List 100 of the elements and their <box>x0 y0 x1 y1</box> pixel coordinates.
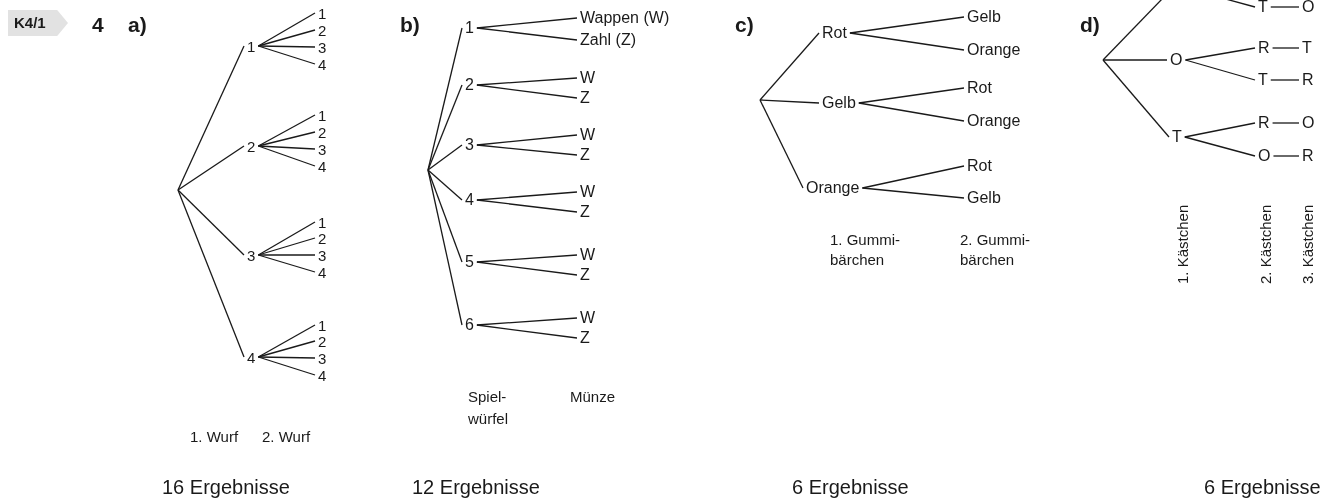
branch-line <box>1272 155 1300 157</box>
branch-line <box>257 324 316 358</box>
branch-line <box>1270 79 1300 81</box>
outcome-label: 6 <box>465 317 474 333</box>
result-count: 16 Ergebnisse <box>162 475 290 500</box>
branch-line <box>476 191 578 201</box>
outcome-label: R <box>1258 40 1270 56</box>
branch-line <box>759 32 820 101</box>
outcome-label: Z <box>580 330 590 346</box>
outcome-label: 1 <box>318 107 327 123</box>
branch-line <box>759 99 804 189</box>
branch-line <box>1102 59 1170 138</box>
outcome-label: T <box>1302 40 1312 56</box>
branch-line <box>1184 136 1256 157</box>
outcome-label: O <box>1258 148 1271 164</box>
branch-line <box>1271 122 1300 124</box>
branch-line <box>476 144 578 156</box>
subtask-label: d) <box>1080 12 1100 38</box>
outcome-label: Wappen (W) <box>580 10 670 26</box>
branch-line <box>427 144 463 171</box>
outcome-label: Gelb <box>822 95 856 111</box>
branch-line <box>177 189 245 358</box>
branch-line <box>177 189 245 256</box>
outcome-label: T <box>1258 72 1268 88</box>
subtask-label: c) <box>735 12 754 38</box>
outcome-label: 2 <box>318 230 327 246</box>
outcome-label: R <box>1302 72 1314 88</box>
branch-line <box>1184 59 1256 81</box>
branch-line <box>476 134 578 146</box>
outcome-label: Z <box>580 204 590 220</box>
level-label: Münze <box>570 387 616 407</box>
branch-line <box>257 356 316 359</box>
subtask-label: b) <box>400 12 420 38</box>
outcome-label: Z <box>580 267 590 283</box>
outcome-label: 2 <box>465 77 474 93</box>
outcome-label: W <box>580 247 596 263</box>
branch-line <box>476 254 578 263</box>
level-label: 2. Gummi- bärchen <box>960 230 1031 270</box>
branch-line <box>861 165 965 189</box>
outcome-label: O <box>1302 0 1315 15</box>
branch-line <box>858 87 965 104</box>
outcome-label: 1 <box>318 5 327 21</box>
branch-line <box>849 16 965 34</box>
branch-line <box>427 84 463 171</box>
branch-line <box>858 102 965 122</box>
outcome-label: Orange <box>967 42 1021 58</box>
section-badge: K4/1 <box>8 10 68 36</box>
branch-line <box>1184 122 1256 138</box>
branch-line <box>476 17 578 29</box>
outcome-label: 2 <box>318 333 327 349</box>
outcome-label: Rot <box>822 25 847 41</box>
outcome-label: Z <box>580 90 590 106</box>
branch-line <box>257 114 316 147</box>
result-count: 12 Ergebnisse <box>412 475 540 500</box>
outcome-label: Orange <box>806 180 860 196</box>
branch-line <box>257 45 316 65</box>
level-label: 2. Wurf <box>262 427 311 447</box>
branch-line <box>427 169 463 263</box>
outcome-label: W <box>580 127 596 143</box>
branch-line <box>476 27 578 41</box>
outcome-label: W <box>580 70 596 86</box>
outcome-label: 2 <box>318 22 327 38</box>
branch-line <box>257 254 316 256</box>
outcome-label: T <box>1172 129 1182 145</box>
outcome-label: 2 <box>318 124 327 140</box>
outcome-label: 3 <box>318 247 327 263</box>
outcome-label: 1 <box>247 38 256 54</box>
level-label: 3. Kästchen <box>1299 204 1317 284</box>
branch-line <box>1184 47 1256 61</box>
outcome-label: W <box>580 310 596 326</box>
branch-line <box>257 356 316 376</box>
level-label: 1. Gummi- bärchen <box>830 230 901 270</box>
branch-line <box>1270 6 1300 8</box>
outcome-label: T <box>1258 0 1268 15</box>
outcome-label: Orange <box>967 113 1021 129</box>
level-label: 1. Wurf <box>190 427 239 447</box>
branch-line <box>1102 59 1168 61</box>
outcome-label: 4 <box>318 264 327 280</box>
outcome-label: W <box>580 184 596 200</box>
outcome-label: 3 <box>465 137 474 153</box>
outcome-label: Rot <box>967 80 992 96</box>
branch-line <box>759 99 820 104</box>
branch-line <box>476 324 578 339</box>
branch-line <box>257 145 316 167</box>
outcome-label: 4 <box>318 56 327 72</box>
outcome-label: 3 <box>318 39 327 55</box>
outcome-label: Z <box>580 147 590 163</box>
outcome-label: Rot <box>967 158 992 174</box>
branch-line <box>177 145 245 191</box>
branch-line <box>1271 47 1300 49</box>
branch-line <box>257 45 316 48</box>
branch-line <box>861 187 965 199</box>
outcome-label: 3 <box>247 247 256 263</box>
branch-line <box>257 221 316 256</box>
outcome-label: R <box>1258 115 1270 131</box>
branch-line <box>476 317 578 326</box>
branch-line <box>476 84 578 99</box>
level-label: 2. Kästchen <box>1257 204 1275 284</box>
branch-line <box>177 45 245 191</box>
outcome-label: Zahl (Z) <box>580 32 636 48</box>
